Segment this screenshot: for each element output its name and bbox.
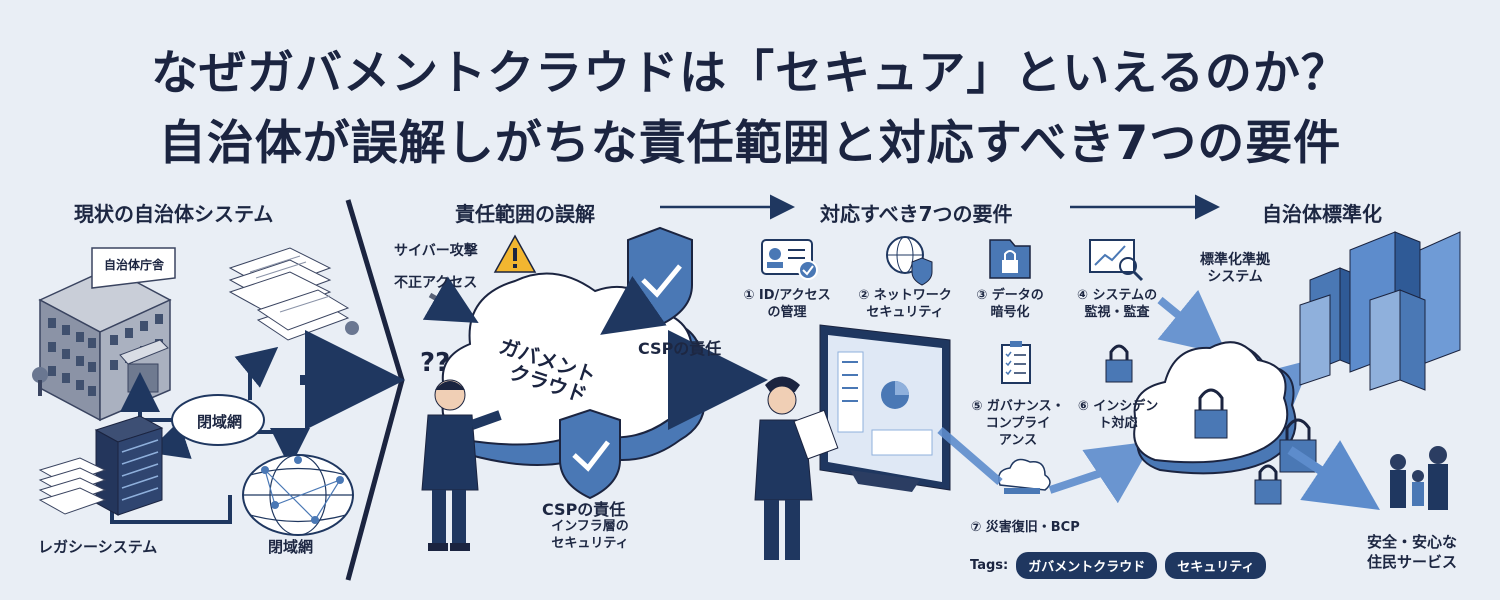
monitor-magnifier-icon xyxy=(1089,239,1144,282)
csp-responsibility-sub: インフラ層の セキュリティ xyxy=(540,518,640,552)
attack-arrow-icon xyxy=(422,276,479,323)
csp-responsibility-bottom: CSPの責任 xyxy=(542,500,626,519)
requirement-6-line-1: ⑥ インシデン xyxy=(1077,399,1159,414)
shield-check-icon-bottom xyxy=(559,408,621,500)
confused-official-figure xyxy=(421,379,502,551)
resident-service-line-2: 住民サービス xyxy=(1366,553,1457,571)
unauthorized-access-label: 不正アクセス xyxy=(394,275,478,291)
legacy-system-label: レガシーシステム xyxy=(38,538,158,556)
document-stack-icon xyxy=(228,247,359,341)
requirement-3-line-2: 暗号化 xyxy=(990,305,1030,320)
tag-security[interactable]: セキュリティ xyxy=(1165,552,1267,579)
id-card-icon xyxy=(761,239,818,280)
cyber-attack-label: サイバー攻撃 xyxy=(394,243,478,259)
officer-with-tablet-figure xyxy=(754,376,839,560)
requirement-5-label: ⑤ ガバナンス・ コンプライ アンス xyxy=(963,398,1073,449)
clipboard-checklist-icon xyxy=(1001,341,1031,384)
requirement-4-line-1: ④ システムの xyxy=(1076,288,1158,303)
section-current-system: 現状の自治体システム xyxy=(74,202,274,226)
cloud-recovery-icon xyxy=(998,458,1051,494)
shield-check-icon-top xyxy=(627,226,693,327)
tags-label: Tags: xyxy=(970,558,1009,573)
requirement-6-line-2: ト対応 xyxy=(1098,416,1138,431)
globe-shield-icon xyxy=(886,236,933,286)
requirement-5-line-2: コンプライ xyxy=(985,416,1051,431)
standard-system-line-1: 標準化準拠 xyxy=(1200,252,1270,268)
building-sign: 自治体庁舎 xyxy=(104,258,165,272)
requirement-1-line-2: の管理 xyxy=(767,305,807,320)
tag-government-cloud[interactable]: ガバメントクラウド xyxy=(1016,552,1158,579)
title-line-2: 自治体が誤解しがちな責任範囲と対応すべき7つの要件 xyxy=(158,116,1342,171)
requirement-1-line-1: ① ID/アクセス xyxy=(743,288,831,303)
dashboard-monitor-icon xyxy=(819,324,951,492)
csp-responsibility-top: CSPの責任 xyxy=(638,339,722,358)
requirement-4-line-2: 監視・監査 xyxy=(1084,305,1150,320)
standard-system-label: 標準化準拠 システム xyxy=(1180,252,1290,286)
requirement-2-line-2: セキュリティ xyxy=(866,305,944,320)
question-marks: ?? xyxy=(420,348,451,378)
secure-cloud-icon xyxy=(1133,341,1297,475)
closed-network-label: 閉域網 xyxy=(197,413,243,431)
requirement-7-label: ⑦ 災害復旧・BCP xyxy=(970,520,1080,535)
closed-network-bubble xyxy=(171,394,265,446)
requirement-3-label: ③ データの 暗号化 xyxy=(960,287,1060,321)
network-globe-icon xyxy=(242,454,354,536)
resident-service-line-1: 安全・安心な xyxy=(1366,533,1457,551)
requirement-3-line-1: ③ データの xyxy=(976,288,1044,303)
requirement-4-label: ④ システムの 監視・監査 xyxy=(1062,287,1172,321)
city-buildings-icon xyxy=(1299,231,1461,391)
title-line-1: なぜガバメントクラウドは「セキュア」といえるのか？ xyxy=(151,46,1349,101)
requirement-2-label: ② ネットワーク セキュリティ xyxy=(845,287,965,321)
requirement-2-line-1: ② ネットワーク xyxy=(858,288,952,303)
warning-icon xyxy=(493,234,537,273)
section-requirements: 対応すべき7つの要件 xyxy=(820,202,1013,226)
requirement-5-line-1: ⑤ ガバナンス・ xyxy=(971,399,1065,414)
csp-orange-arrow xyxy=(600,276,667,335)
folder-lock-icon xyxy=(989,239,1031,279)
csp-sub-line-1: インフラ層の xyxy=(551,519,629,534)
csp-sub-line-2: セキュリティ xyxy=(551,536,629,551)
requirement-6-label: ⑥ インシデン ト対応 xyxy=(1068,398,1168,432)
tags-row: Tags: ガバメントクラウド セキュリティ xyxy=(970,552,1267,579)
residents-family-figure xyxy=(1390,446,1448,510)
section-misunderstanding: 責任範囲の誤解 xyxy=(455,202,595,226)
server-rack-icon xyxy=(94,415,164,516)
closed-network-globe-label: 閉域網 xyxy=(268,538,314,556)
padlock-icon xyxy=(1105,344,1133,383)
standard-system-line-2: システム xyxy=(1207,269,1263,285)
requirement-1-label: ① ID/アクセス の管理 xyxy=(727,287,847,321)
section-standardization: 自治体標準化 xyxy=(1262,202,1382,226)
requirement-5-line-3: アンス xyxy=(998,433,1038,448)
government-building-icon xyxy=(32,247,176,422)
standardization-arrow xyxy=(1287,440,1380,510)
resident-service-label: 安全・安心な 住民サービス xyxy=(1352,532,1472,572)
legacy-document-stack-icon xyxy=(38,457,107,515)
